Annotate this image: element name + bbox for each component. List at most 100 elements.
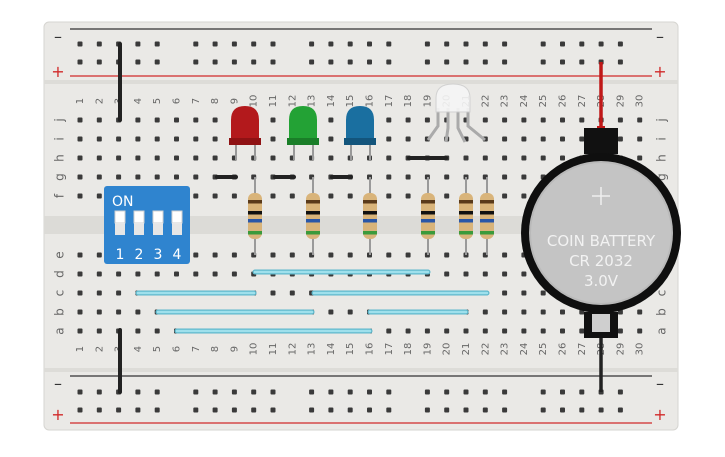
rail-hole	[424, 59, 430, 65]
resistor	[248, 177, 262, 255]
hole	[96, 193, 102, 199]
rail-hole	[444, 59, 450, 65]
column-number-label: 17	[384, 95, 395, 108]
dip-toggle-2[interactable]: 2	[133, 210, 145, 263]
hole	[444, 328, 450, 334]
rail-hole	[579, 41, 585, 47]
rail-hole	[482, 389, 488, 395]
hole	[386, 328, 392, 334]
hole	[96, 174, 102, 180]
hole	[444, 252, 450, 258]
dip-position-label: 1	[116, 247, 125, 263]
rail-hole	[77, 389, 83, 395]
rail-minus-label: –	[656, 374, 664, 393]
rail-hole	[463, 389, 469, 395]
rail-hole	[270, 41, 276, 47]
hole	[521, 136, 527, 142]
hole	[116, 174, 122, 180]
rail-hole	[251, 41, 257, 47]
column-number-label: 9	[229, 346, 240, 352]
hole	[463, 155, 469, 161]
hole	[212, 271, 218, 277]
rail-hole	[502, 407, 508, 413]
resistor	[480, 177, 494, 255]
hole	[405, 117, 411, 123]
hole	[637, 136, 643, 142]
dip-toggle-1[interactable]: 1	[114, 210, 126, 263]
hole	[135, 271, 141, 277]
hole	[463, 328, 469, 334]
hole	[154, 136, 160, 142]
hole	[540, 328, 546, 334]
battery-label-line1: COIN BATTERY	[547, 232, 656, 250]
hole	[424, 117, 430, 123]
rail-hole	[96, 59, 102, 65]
dip-toggle-4[interactable]: 4	[171, 210, 183, 263]
hole	[193, 136, 199, 142]
row-letter-label: f	[53, 193, 67, 198]
rail-hole	[560, 59, 565, 65]
column-number-label: 16	[365, 95, 376, 108]
hole	[96, 155, 102, 161]
hole	[386, 136, 392, 142]
column-number-label: 18	[403, 343, 414, 356]
rail-hole	[251, 389, 257, 395]
hole	[502, 155, 508, 161]
hole	[347, 193, 353, 199]
rail-hole	[96, 407, 102, 413]
rail-hole	[444, 389, 450, 395]
hole	[617, 117, 623, 123]
hole	[96, 252, 102, 258]
rail-hole	[347, 389, 353, 395]
hole	[328, 155, 334, 161]
hole	[521, 155, 527, 161]
rail-hole	[231, 41, 237, 47]
resistor	[421, 177, 435, 255]
hole	[617, 136, 623, 142]
rail-hole	[579, 389, 585, 395]
hole	[502, 117, 508, 123]
hole	[405, 252, 411, 258]
rail-hole	[617, 407, 623, 413]
resistor	[363, 177, 377, 255]
battery-label-line2: CR 2032	[569, 252, 633, 270]
hole	[405, 174, 411, 180]
hole	[96, 136, 102, 142]
hole	[270, 136, 276, 142]
rail-hole	[270, 389, 276, 395]
rail-hole	[96, 389, 102, 395]
hole	[289, 290, 295, 296]
hole	[405, 328, 411, 334]
column-number-label: 25	[538, 95, 549, 108]
rail-hole	[482, 407, 488, 413]
hole	[540, 155, 546, 161]
hole	[637, 328, 643, 334]
row-letter-label: h	[655, 154, 669, 162]
rail-hole	[309, 407, 315, 413]
hole	[579, 328, 585, 334]
column-number-label: 13	[307, 95, 318, 108]
dip-toggle-3[interactable]: 3	[152, 210, 164, 263]
column-number-label: 7	[191, 98, 202, 104]
rail-hole	[231, 389, 237, 395]
blue-led	[344, 106, 376, 160]
hole	[96, 328, 102, 334]
rail-hole	[386, 59, 392, 65]
column-number-label: 29	[615, 95, 626, 108]
rail-hole	[193, 59, 199, 65]
hole	[270, 193, 276, 199]
dip-position-label: 3	[154, 247, 163, 263]
hole	[560, 309, 565, 315]
hole	[579, 136, 585, 142]
column-number-label: 8	[210, 98, 221, 104]
hole	[502, 328, 508, 334]
hole	[193, 174, 199, 180]
column-number-label: 24	[519, 343, 530, 356]
rail-hole	[386, 41, 392, 47]
rail-hole	[154, 389, 160, 395]
rail-hole	[367, 59, 372, 65]
hole	[116, 155, 122, 161]
column-number-label: 27	[577, 95, 588, 108]
